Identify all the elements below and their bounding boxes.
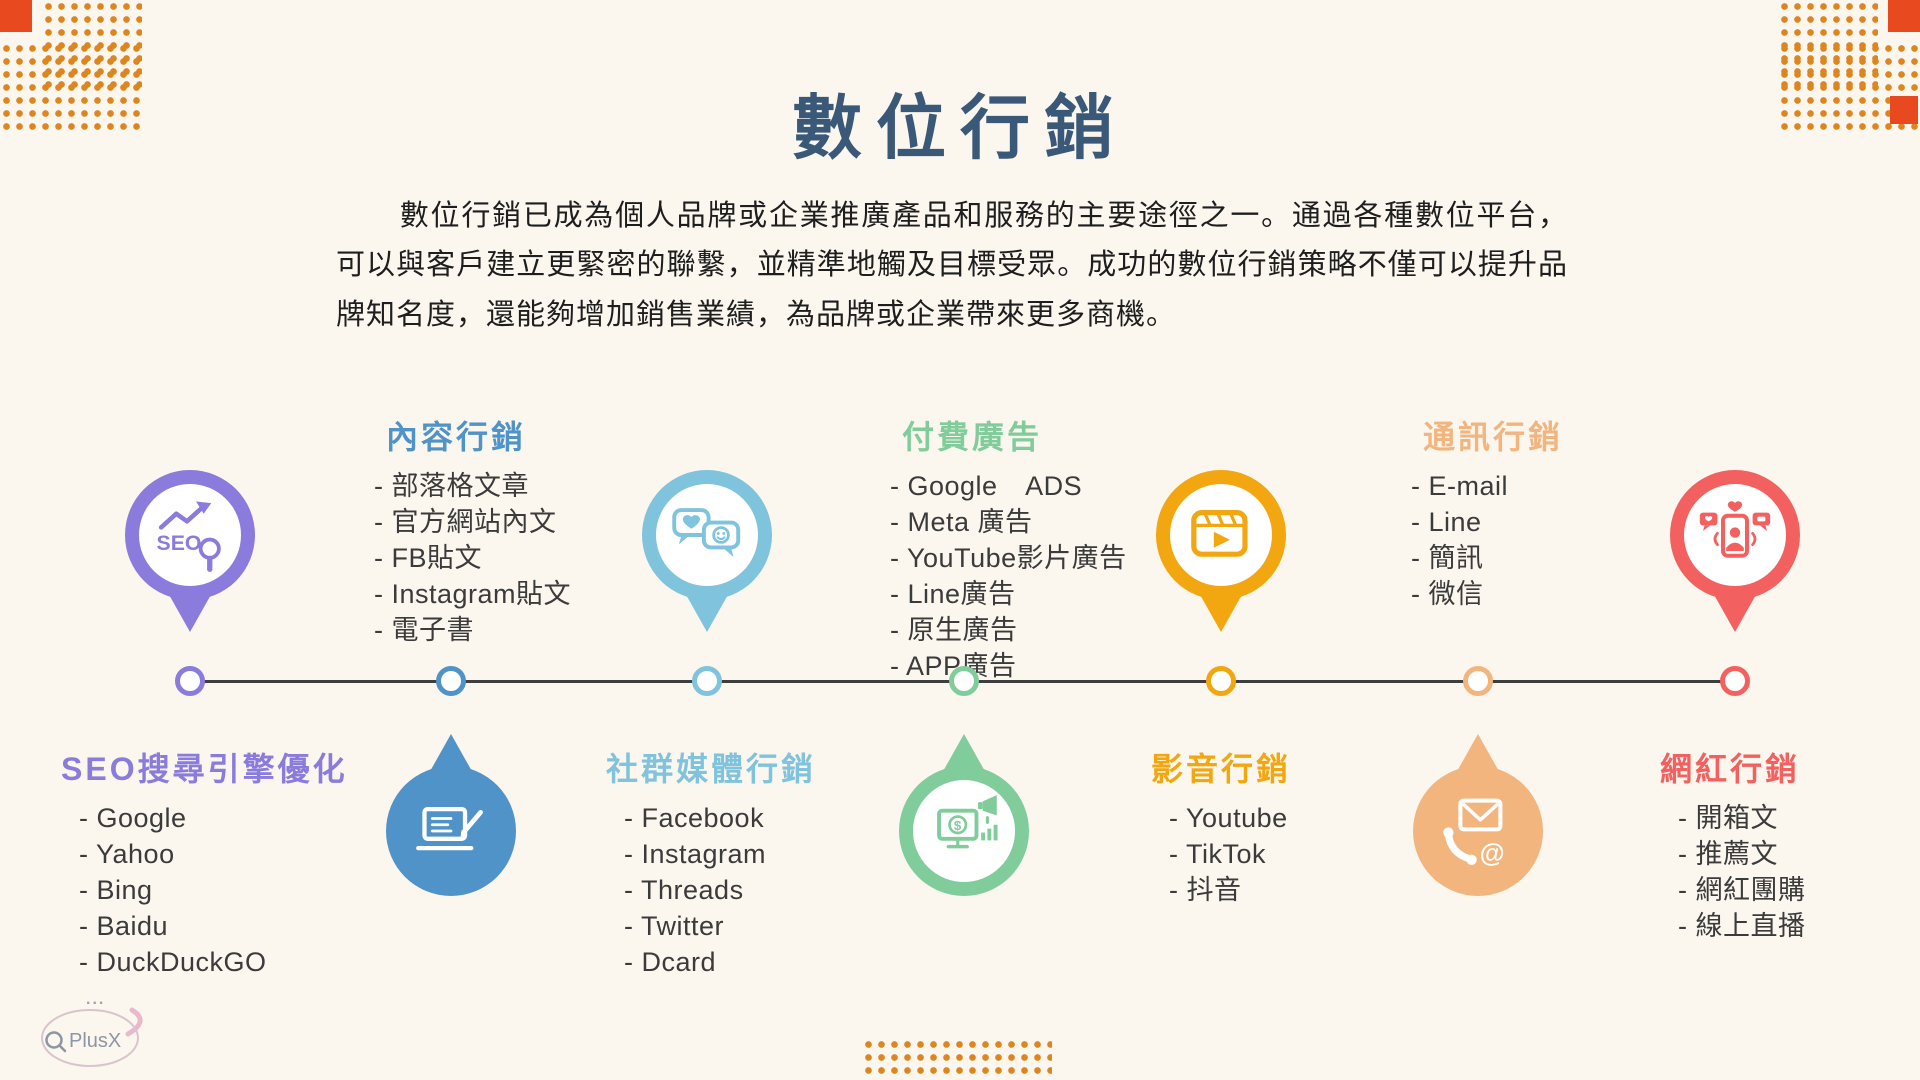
logo-dots: ...	[86, 991, 105, 1008]
list-item: Line廣告	[890, 576, 1127, 612]
timeline-node-video	[1206, 666, 1236, 696]
list-item: Facebook	[624, 800, 816, 836]
seo-chart-magnifier-icon: SEO	[157, 501, 221, 572]
messaging-drop: @	[1413, 734, 1543, 896]
list-item: E-mail	[1411, 468, 1563, 504]
list-item: Google	[79, 800, 348, 836]
laptop-document-icon	[416, 807, 483, 851]
social-media-pin	[642, 470, 772, 632]
category-title: SEO搜尋引擎優化	[61, 751, 348, 787]
svg-text:$: $	[954, 818, 962, 833]
drop-circle: $	[899, 766, 1029, 896]
category-paid-ads: 付費廣告 Google ADSMeta 廣告YouTube影片廣告Line廣告原…	[890, 412, 1127, 684]
list-item: Line	[1411, 504, 1563, 540]
category-title: 影音行銷	[1151, 751, 1292, 787]
list-item: 微信	[1411, 576, 1563, 612]
category-item-list: E-mailLine簡訊微信	[1411, 468, 1563, 612]
list-item: Google ADS	[890, 468, 1127, 504]
timeline-node-paid-ads	[949, 666, 979, 696]
list-item: 線上直播	[1678, 908, 1806, 944]
drop-circle: @	[1413, 766, 1543, 896]
content-marketing-drop	[386, 734, 516, 896]
category-video-marketing: 影音行銷 YoutubeTikTok抖音	[1151, 744, 1291, 908]
svg-text:SEO: SEO	[157, 531, 202, 555]
dot-grid-top-left-b	[0, 42, 142, 130]
list-item: 推薦文	[1678, 836, 1806, 872]
pin-circle	[1156, 470, 1286, 600]
list-item: Instagram	[624, 836, 816, 872]
list-item: Youtube	[1169, 800, 1291, 836]
list-item: 電子書	[374, 612, 571, 648]
category-title: 通訊行銷	[1423, 419, 1564, 455]
list-item: 官方網站內文	[374, 504, 571, 540]
email-phone-icon: @	[1443, 798, 1505, 867]
pin-circle	[1670, 470, 1800, 600]
pin-circle	[642, 470, 772, 600]
timeline-node-seo	[175, 666, 205, 696]
seo-pin: SEO	[125, 470, 255, 632]
list-item: 網紅團購	[1678, 872, 1806, 908]
svg-text:@: @	[1480, 839, 1505, 867]
ads-monitor-megaphone-icon: $	[937, 795, 998, 849]
intro-paragraph: 數位行銷已成為個人品牌或企業推廣產品和服務的主要途徑之一。通過各種數位平台，可以…	[336, 200, 1568, 331]
dot-grid-bottom-center	[862, 1038, 1052, 1080]
category-title: 付費廣告	[902, 419, 1043, 455]
list-item: Bing	[79, 872, 348, 908]
category-title: 網紅行銷	[1660, 751, 1801, 787]
category-title: 內容行銷	[386, 419, 527, 455]
list-item: Twitter	[624, 908, 816, 944]
influencer-phone-icon	[1699, 501, 1771, 558]
plusx-logo: ... PlusX	[32, 986, 162, 1080]
category-seo: SEO搜尋引擎優化 GoogleYahooBingBaiduDuckDuckGO	[61, 744, 348, 980]
category-item-list: Google ADSMeta 廣告YouTube影片廣告Line廣告原生廣告AP…	[890, 468, 1127, 684]
timeline-node-content	[436, 666, 466, 696]
clapperboard-play-icon	[1191, 510, 1248, 557]
list-item: Yahoo	[79, 836, 348, 872]
list-item: 原生廣告	[890, 612, 1127, 648]
category-influencer-marketing: 網紅行銷 開箱文推薦文網紅團購線上直播	[1660, 744, 1806, 944]
category-item-list: 部落格文章官方網站內文FB貼文Instagram貼文電子書	[374, 468, 571, 648]
category-content-marketing: 內容行銷 部落格文章官方網站內文FB貼文Instagram貼文電子書	[374, 412, 571, 648]
list-item: Threads	[624, 872, 816, 908]
list-item: APP廣告	[890, 648, 1127, 684]
list-item: Dcard	[624, 944, 816, 980]
list-item: Baidu	[79, 908, 348, 944]
corner-square-top-right	[1888, 0, 1920, 32]
category-social-media: 社群媒體行銷 FacebookInstagramThreadsTwitterDc…	[606, 744, 816, 980]
list-item: TikTok	[1169, 836, 1291, 872]
timeline-node-social	[692, 666, 722, 696]
corner-square-top-left	[0, 0, 32, 32]
page-title: 數位行銷	[792, 89, 1128, 167]
category-title: 社群媒體行銷	[606, 751, 817, 787]
pin-circle: SEO	[125, 470, 255, 600]
drop-circle	[386, 766, 516, 896]
list-item: FB貼文	[374, 540, 571, 576]
category-item-list: FacebookInstagramThreadsTwitterDcard	[606, 800, 816, 980]
logo-text: PlusX	[69, 1030, 121, 1052]
chat-bubbles-icon	[672, 508, 741, 557]
timeline-node-influencer	[1720, 666, 1750, 696]
list-item: YouTube影片廣告	[890, 540, 1127, 576]
list-item: 部落格文章	[374, 468, 571, 504]
paid-ads-drop: $	[899, 734, 1029, 896]
category-item-list: YoutubeTikTok抖音	[1151, 800, 1291, 908]
list-item: 簡訊	[1411, 540, 1563, 576]
video-pin	[1156, 470, 1286, 632]
list-item: Instagram貼文	[374, 576, 571, 612]
category-messaging-marketing: 通訊行銷 E-mailLine簡訊微信	[1411, 412, 1563, 612]
list-item: Meta 廣告	[890, 504, 1127, 540]
list-item: 抖音	[1169, 872, 1291, 908]
edge-square-right	[1890, 96, 1918, 124]
list-item: 開箱文	[1678, 800, 1806, 836]
timeline-node-messaging	[1463, 666, 1493, 696]
plusx-logo-icon: ... PlusX	[41, 991, 143, 1067]
influencer-pin	[1670, 470, 1800, 632]
category-item-list: GoogleYahooBingBaiduDuckDuckGO	[61, 800, 348, 980]
list-item: DuckDuckGO	[79, 944, 348, 980]
category-item-list: 開箱文推薦文網紅團購線上直播	[1660, 800, 1806, 944]
